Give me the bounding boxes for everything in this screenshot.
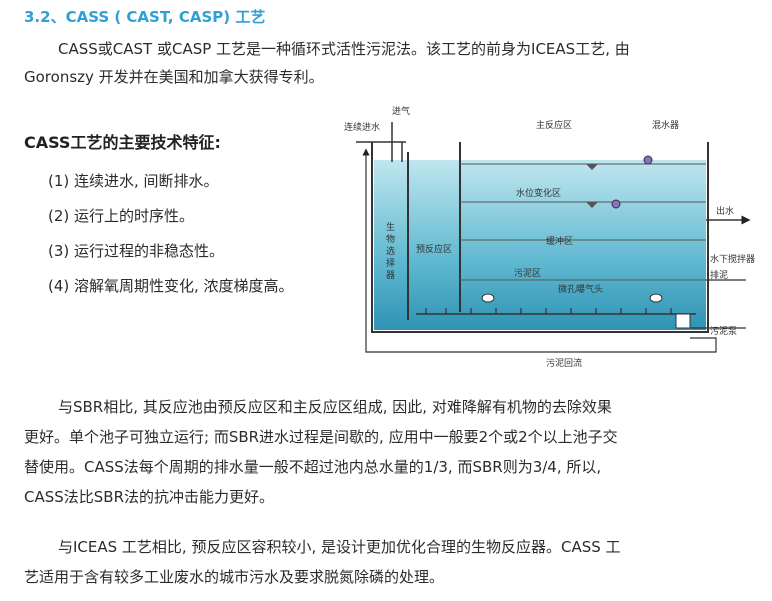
label-bio-selector: 择	[386, 257, 395, 269]
feature-item: (3) 运行过程的非稳态性。	[48, 242, 225, 260]
label-sludge-zone: 污泥区	[514, 267, 541, 279]
para2-line-3: 替使用。CASS法每个周期的排水量一般不超过池内总水量的1/3, 而SBR则为3…	[24, 458, 602, 476]
tank-wall	[371, 142, 709, 333]
feature-item: (2) 运行上的时序性。	[48, 207, 195, 225]
label-aeration-in: 进气	[392, 105, 410, 117]
intro-line-2: Goronszy 开发并在美国和加拿大获得专利。	[24, 68, 324, 86]
cass-process-diagram: 连续进水 进气 主反应区 混水器 水位变化区 生 物 选 择 器 预反应区 缓冲…	[344, 105, 755, 369]
para2-line-1: 与SBR相比, 其反应池由预反应区和主反应区组成, 因此, 对难降解有机物的去除…	[58, 398, 612, 416]
tank-water	[374, 160, 706, 330]
para3-line-2: 艺适用于含有较多工业废水的城市污水及要求脱氮除磷的处理。	[24, 568, 445, 586]
mixer-icon	[643, 155, 653, 165]
label-bio-selector: 生	[386, 221, 395, 233]
sludge-pump-icon	[675, 313, 691, 329]
label-sludge-discharge: 排泥	[710, 269, 728, 281]
intro-line-1: CASS或CAST 或CASP 工艺是一种循环式活性污泥法。该工艺的前身为ICE…	[58, 40, 630, 58]
label-sludge-pump: 污泥泵	[710, 325, 737, 337]
label-bio-selector: 选	[386, 245, 395, 257]
label-main-zone: 主反应区	[536, 119, 572, 131]
underwater-mixer-icon	[481, 293, 495, 303]
section-title: 3.2、CASS ( CAST, CASP) 工艺	[24, 8, 266, 26]
label-bio-selector: 物	[386, 233, 395, 245]
label-mixer: 混水器	[652, 119, 679, 131]
label-sludge-return: 污泥回流	[546, 357, 582, 369]
label-aerator: 微孔曝气头	[558, 283, 603, 295]
label-bio-selector: 器	[386, 270, 395, 281]
feature-item: (4) 溶解氧周期性变化, 浓度梯度高。	[48, 277, 294, 295]
para2-line-4: CASS法比SBR法的抗冲击能力更好。	[24, 488, 275, 506]
label-water-level-zone: 水位变化区	[516, 187, 561, 199]
underwater-mixer-icon	[649, 293, 663, 303]
mixer-icon	[611, 199, 621, 209]
para3-line-1: 与ICEAS 工艺相比, 预反应区容积较小, 是设计更加优化合理的生物反应器。C…	[58, 538, 621, 556]
label-continuous-inflow: 连续进水	[344, 121, 380, 133]
label-outflow: 出水	[716, 205, 734, 217]
label-pre-zone: 预反应区	[416, 243, 452, 255]
para2-line-2: 更好。单个池子可独立运行; 而SBR进水过程是间歇的, 应用中一般要2个或2个以…	[24, 428, 618, 446]
features-title: CASS工艺的主要技术特征:	[24, 133, 221, 152]
label-buffer-zone: 缓冲区	[546, 235, 573, 247]
feature-item: (1) 连续进水, 间断排水。	[48, 172, 219, 190]
label-underwater-mixer: 水下搅拌器	[710, 253, 755, 265]
